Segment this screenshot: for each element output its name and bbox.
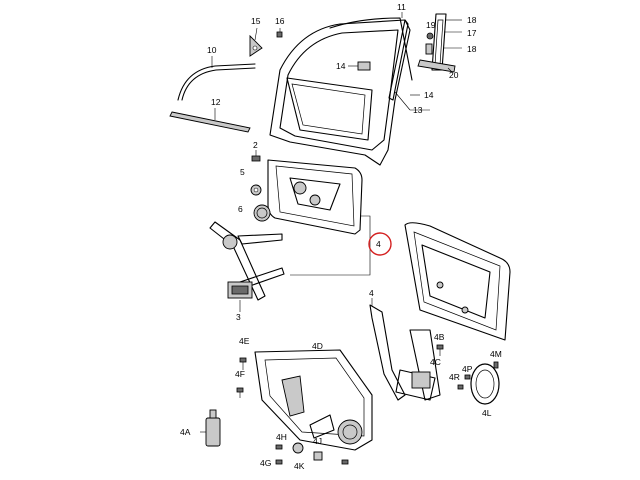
callout-4K: 4K: [294, 461, 305, 471]
callout-4-highlight: [368, 232, 392, 256]
callout-6: 6: [238, 204, 243, 214]
callout-10: 10: [207, 45, 217, 55]
callout-labels: 15 16 11 18 17 19 18 20 10 14 14 13 12 2…: [180, 2, 502, 471]
part-4L-speaker: [470, 361, 500, 405]
part-11-upper-seal: [329, 12, 413, 81]
callout-11: 11: [397, 2, 406, 12]
callout-4E: 4E: [239, 336, 250, 346]
part-4B-screw: [436, 344, 444, 356]
callout-12: 12: [211, 97, 221, 107]
callout-4: 4: [376, 239, 381, 249]
door-inner-panel: [267, 159, 363, 235]
part-14-clip: [348, 61, 371, 71]
callout-4C: 4C: [430, 357, 441, 367]
part-2-screw: [251, 150, 261, 162]
part-4P-4R-screws: [457, 374, 471, 390]
callout-4H: 4H: [276, 432, 287, 442]
callout-13: 13: [413, 105, 423, 115]
callout-5: 5: [240, 167, 245, 177]
door-frame-assembly: [269, 19, 411, 166]
part-4C-lock: [409, 329, 441, 401]
callout-4B: 4B: [434, 332, 445, 342]
callout-3: 3: [236, 312, 241, 322]
right-door-panel: [404, 222, 511, 341]
callout-4-rail: 4: [369, 288, 374, 298]
part-5-grommet: [250, 184, 262, 196]
callout-4J: 4J: [313, 436, 322, 446]
callout-16: 16: [275, 16, 285, 26]
part-4A-bottle: [200, 409, 221, 447]
callout-4M: 4M: [490, 349, 502, 359]
callout-18a: 18: [467, 15, 477, 25]
part-12-window-strip: [169, 108, 251, 133]
parts-17-20-channel: [417, 13, 462, 73]
part-13-lead: [394, 91, 430, 111]
callout-4-bracket: [290, 215, 392, 276]
callout-14b: 14: [424, 90, 434, 100]
callout-4P: 4P: [462, 364, 473, 374]
parts-4G-4K-small: [275, 442, 349, 465]
callout-4G: 4G: [260, 458, 271, 468]
callout-18b: 18: [467, 44, 477, 54]
callout-4D: 4D: [312, 341, 323, 351]
part-4E-4F-screws: [236, 357, 247, 398]
callout-17: 17: [467, 28, 477, 38]
part-10-window-seal: [177, 56, 256, 101]
callout-14a: 14: [336, 61, 346, 71]
part-6-speaker-cover: [253, 204, 271, 222]
callout-4F: 4F: [235, 369, 245, 379]
window-regulator: [209, 221, 285, 312]
part-15-mirror-trim: [249, 27, 263, 57]
callout-4L: 4L: [482, 408, 492, 418]
callout-4R: 4R: [449, 372, 460, 382]
callout-15: 15: [251, 16, 261, 26]
callout-2: 2: [253, 140, 258, 150]
part-16-screw: [276, 28, 283, 38]
callout-20: 20: [449, 70, 459, 80]
callout-19: 19: [426, 20, 436, 30]
door-module-4D: [254, 349, 373, 451]
callout-4A: 4A: [180, 427, 191, 437]
